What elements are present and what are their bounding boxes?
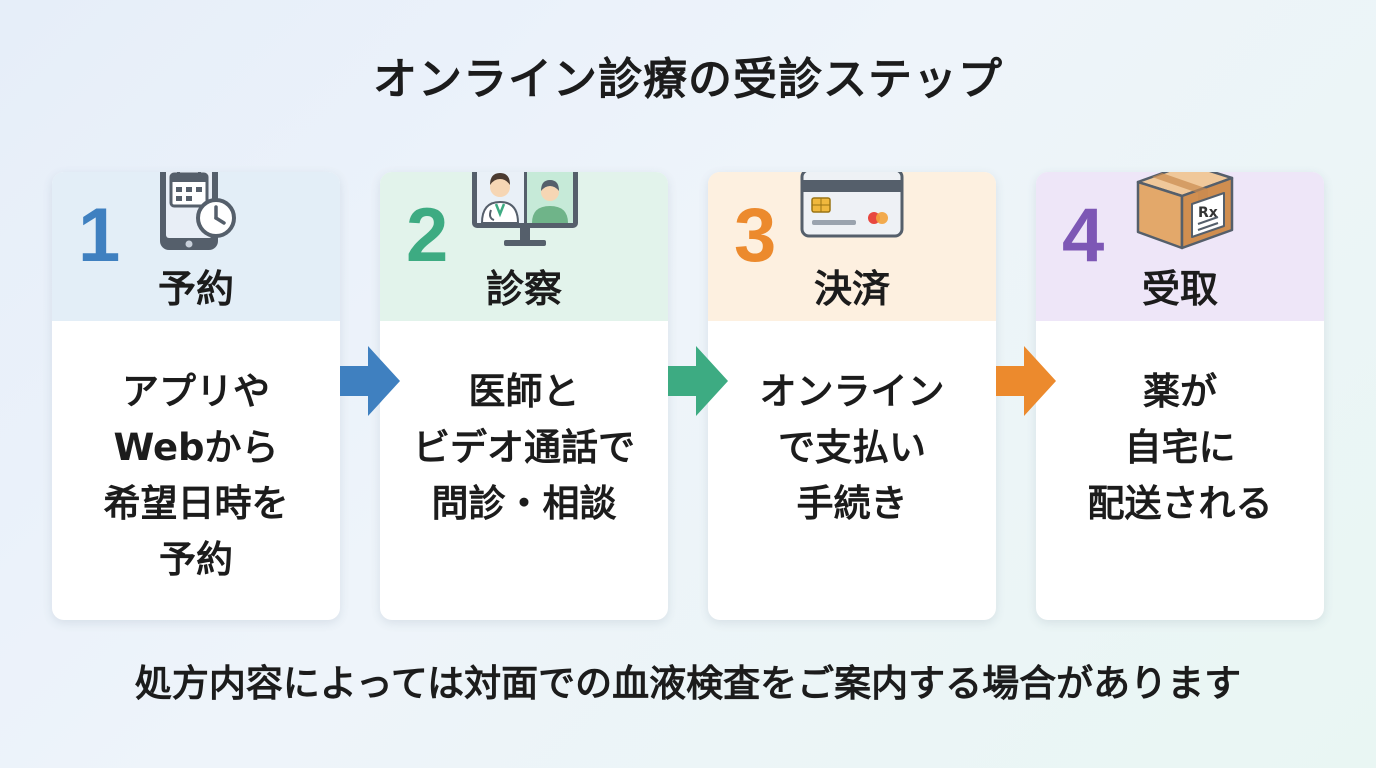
- smartphone-calendar-clock-icon: [158, 172, 240, 258]
- step-header-4: 4 Rx 受取: [1036, 172, 1324, 321]
- step-1-line: アプリや: [122, 370, 270, 413]
- step-2-line: 医師と: [468, 370, 580, 413]
- step-description-2: 医師と ビデオ通話で 問診・相談: [380, 364, 668, 532]
- page-title: オンライン診療の受診ステップ: [373, 54, 1003, 105]
- step-label-4: 受取: [1141, 267, 1218, 311]
- credit-card-icon: [800, 172, 904, 244]
- step-description-3: オンライン で支払い 手続き: [708, 364, 996, 532]
- step-card-2: 2 診察 医師と ビデオ通話で 問診・相談: [380, 172, 668, 620]
- step-1-line: 予約: [159, 538, 233, 581]
- step-number-3: 3: [734, 193, 777, 278]
- step-2-line: ビデオ通話で: [413, 426, 635, 469]
- step-card-1: 1 予約 アプリや Webから 希望日: [52, 172, 340, 620]
- step-card-4: 4 Rx 受取 薬が 自宅に 配送される: [1036, 172, 1324, 620]
- step-number-1: 1: [78, 193, 121, 278]
- step-header-2: 2 診察: [380, 172, 668, 321]
- step-header-3: 3 決済: [708, 172, 996, 321]
- step-3-line: 手続き: [796, 482, 908, 525]
- step-header-1: 1 予約: [52, 172, 340, 321]
- step-label-2: 診察: [485, 267, 562, 311]
- step-2-line: 問診・相談: [431, 482, 617, 525]
- step-4-line: 薬が: [1143, 370, 1217, 413]
- step-description-4: 薬が 自宅に 配送される: [1036, 364, 1324, 532]
- medicine-package-icon: Rx: [1132, 172, 1238, 256]
- footer-note: 処方内容によっては対面での血液検査をご案内する場合があります: [134, 662, 1242, 705]
- step-3-line: で支払い: [778, 426, 926, 469]
- step-label-3: 決済: [813, 267, 890, 311]
- step-1-line: Webから: [113, 426, 279, 469]
- step-number-4: 4: [1062, 193, 1105, 278]
- arrow-right-icon: [340, 346, 400, 416]
- step-description-1: アプリや Webから 希望日時を 予約: [52, 364, 340, 588]
- step-label-1: 予約: [157, 267, 234, 311]
- arrow-right-icon: [668, 346, 728, 416]
- step-number-2: 2: [406, 193, 449, 278]
- svg-text:Rx: Rx: [1198, 205, 1218, 221]
- step-3-line: オンライン: [759, 370, 945, 413]
- step-4-line: 配送される: [1087, 482, 1273, 525]
- step-card-3: 3 決済 オンライン で支払い 手続き: [708, 172, 996, 620]
- step-4-line: 自宅に: [1124, 426, 1236, 469]
- video-call-doctor-icon: [470, 172, 580, 254]
- arrow-right-icon: [996, 346, 1056, 416]
- step-1-line: 希望日時を: [103, 482, 289, 525]
